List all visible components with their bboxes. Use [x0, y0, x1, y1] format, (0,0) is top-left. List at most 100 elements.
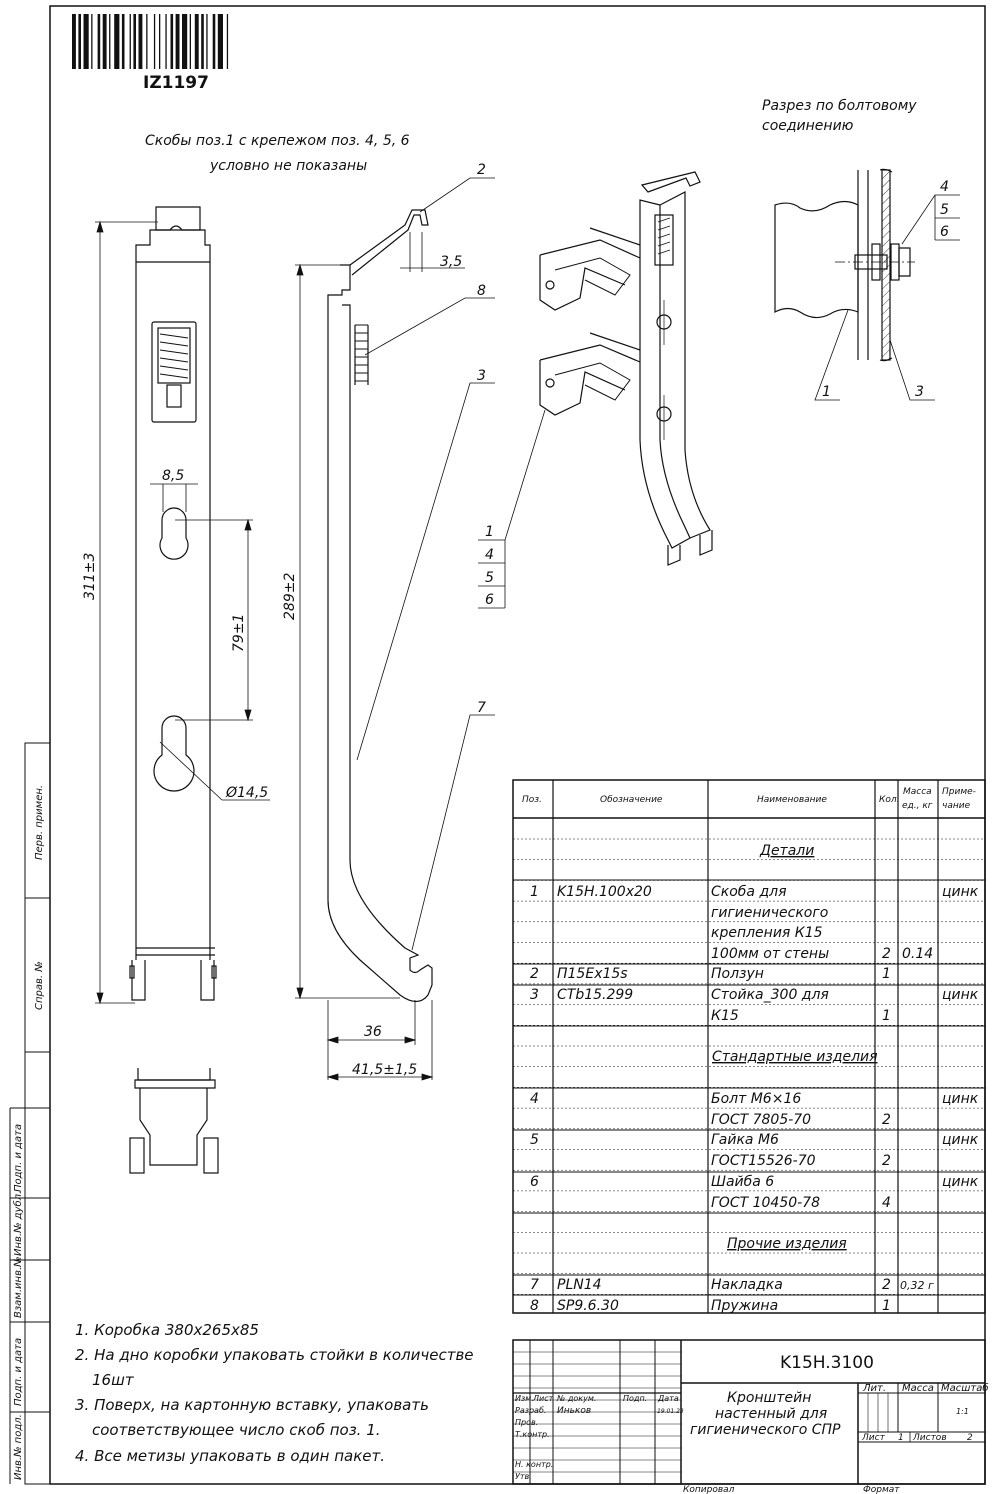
- barcode-code: IZ1197: [143, 73, 209, 93]
- note-2a: 2. На дно коробки упаковать стойки в кол…: [75, 1346, 474, 1364]
- hidden-parts-note-line1: Скобы поз.1 с крепежом поз. 4, 5, 6: [145, 133, 410, 149]
- tb-data: Дата: [657, 1394, 679, 1403]
- tb-list: Лист: [532, 1394, 554, 1403]
- row1-qty: 2: [882, 946, 891, 962]
- side-view-dimensions: [295, 232, 465, 1081]
- row7-designation: PLN14: [557, 1277, 602, 1293]
- tb-prov: Пров.: [515, 1418, 538, 1427]
- row3-note: цинк: [942, 987, 979, 1003]
- dim-slot-width: 8,5: [162, 468, 184, 484]
- bottom-view: [129, 1068, 219, 1174]
- tb-razrab-name: Иньков: [557, 1406, 591, 1416]
- row4-pos: 4: [530, 1091, 539, 1107]
- tb-razrab: Разраб.: [515, 1406, 546, 1415]
- dim-foot-total: 41,5±1,5: [352, 1062, 417, 1078]
- sec-callout-3: 3: [915, 384, 924, 400]
- iso-callout-4: 4: [485, 547, 494, 563]
- row1-pos: 1: [530, 884, 539, 900]
- section-view: [774, 168, 915, 362]
- spec-row-2: 2 П15Ex15s Ползун 1: [530, 966, 891, 982]
- iso-callout-5: 5: [485, 570, 494, 586]
- list-label: Лист: [861, 1433, 886, 1443]
- spec-row-7: 7 PLN14 Накладка 2 0,32 г: [530, 1277, 934, 1293]
- row3-designation: CTb15.299: [557, 987, 633, 1003]
- note-3b: соответствующее число скоб поз. 1.: [92, 1421, 381, 1439]
- row1-name-3: крепления К15: [711, 925, 823, 941]
- lit-label: Лит.: [862, 1383, 886, 1394]
- row5-note: цинк: [942, 1132, 979, 1148]
- row1-mass: 0.14: [902, 946, 933, 962]
- callout-3: 3: [477, 368, 486, 384]
- row5-name-2: ГОСТ15526-70: [711, 1153, 816, 1169]
- side-label-inv-dubl: Инв.№ дубл.: [12, 1191, 24, 1256]
- side-view-callouts: [356, 177, 495, 951]
- list-value: 1: [898, 1433, 904, 1443]
- row6-qty: 4: [882, 1195, 891, 1211]
- section-caption-line2: соединению: [762, 118, 854, 134]
- side-label-podp-data-1: Подп. и дата: [13, 1124, 24, 1192]
- row6-name-2: ГОСТ 10450-78: [711, 1195, 820, 1211]
- row1-name-4: 100мм от стены: [711, 946, 829, 962]
- dim-overall-height: 311±3: [82, 553, 98, 600]
- row4-note: цинк: [942, 1091, 979, 1107]
- title-block-grid: [512, 1339, 986, 1485]
- sec-callout-6: 6: [940, 224, 949, 240]
- section-caption-line1: Разрез по болтовому: [762, 98, 917, 114]
- scale-value: 1:1: [956, 1407, 969, 1416]
- row3-qty: 1: [882, 1008, 891, 1024]
- th-note-1: Приме-: [942, 787, 976, 797]
- row2-designation: П15Ex15s: [557, 966, 628, 982]
- th-qty: Кол.: [879, 795, 900, 805]
- tb-podp: Подп.: [623, 1394, 647, 1403]
- th-note-2: чание: [942, 801, 971, 811]
- technical-notes: 1. Коробка 380х265х85 2. На дно коробки …: [75, 1321, 474, 1465]
- row4-name-1: Болт М6×16: [711, 1091, 801, 1107]
- row6-note: цинк: [942, 1174, 979, 1190]
- row6-name-1: Шайба 6: [711, 1174, 774, 1190]
- tb-ndokum: № докум.: [556, 1394, 596, 1403]
- tb-tkontr: Т.контр.: [515, 1430, 550, 1439]
- front-view-dimensions: [95, 220, 270, 1005]
- title-block-text: K15H.3100 Кронштейн настенный для гигиен…: [515, 1353, 989, 1494]
- row7-pos: 7: [530, 1277, 539, 1293]
- spec-row-3: 3 CTb15.299 Стойка_300 для К15 1 цинк: [530, 987, 979, 1024]
- tb-razrab-date: 19.01.23: [657, 1408, 684, 1415]
- tb-izm: Изм.: [515, 1394, 534, 1403]
- tb-format: Формат: [863, 1485, 900, 1494]
- row8-designation: SP9.6.30: [557, 1298, 619, 1314]
- sec-callout-4: 4: [940, 179, 949, 195]
- tb-nkontr: Н. контр.: [515, 1460, 553, 1469]
- side-strip-labels: Перв. примен. Справ. № Подп. и дата Инв.…: [12, 785, 45, 1480]
- section-standard: Стандартные изделия: [712, 1049, 878, 1065]
- masshtab-label: Масштаб: [941, 1382, 989, 1394]
- spec-row-1: 1 K15H.100x20 Скоба для гигиенического к…: [530, 884, 979, 962]
- spec-row-8: 8 SP9.6.30 Пружина 1: [530, 1298, 891, 1314]
- note-3a: 3. Поверх, на картонную вставку, упакова…: [75, 1396, 429, 1414]
- row3-pos: 3: [530, 987, 539, 1003]
- doc-title-2: настенный для: [715, 1406, 827, 1422]
- spec-section-headings: Детали Стандартные изделия Прочие издели…: [712, 843, 878, 1252]
- sec-callout-1: 1: [822, 384, 831, 400]
- row7-name-1: Накладка: [711, 1277, 783, 1293]
- note-2b: 16шт: [92, 1371, 135, 1389]
- front-view-rail: [129, 206, 217, 1001]
- row8-pos: 8: [530, 1298, 539, 1314]
- side-label-vzam-inv: Взам.инв.№: [13, 1256, 24, 1318]
- row4-name-2: ГОСТ 7805-70: [711, 1112, 811, 1128]
- spec-table-headers: Поз. Обозначение Наименование Кол. Масса…: [522, 787, 976, 811]
- barcode: [72, 14, 229, 69]
- side-label-perv-primen: Перв. примен.: [34, 785, 45, 860]
- note-1: 1. Коробка 380х265х85: [75, 1321, 259, 1339]
- row6-pos: 6: [530, 1174, 539, 1190]
- row5-qty: 2: [882, 1153, 891, 1169]
- isometric-view: [539, 171, 713, 566]
- row3-name-1: Стойка_300 для: [711, 987, 829, 1003]
- dim-hook-offset: 3,5: [440, 254, 462, 270]
- section-callouts: [814, 194, 960, 401]
- spec-row-6: 6 Шайба 6 ГОСТ 10450-78 4 цинк: [530, 1174, 979, 1211]
- doc-code: K15H.3100: [780, 1353, 874, 1373]
- listov-label: Листов: [912, 1433, 947, 1443]
- dim-hole-diameter: Ø14,5: [225, 785, 268, 801]
- row1-name-1: Скоба для: [711, 884, 787, 900]
